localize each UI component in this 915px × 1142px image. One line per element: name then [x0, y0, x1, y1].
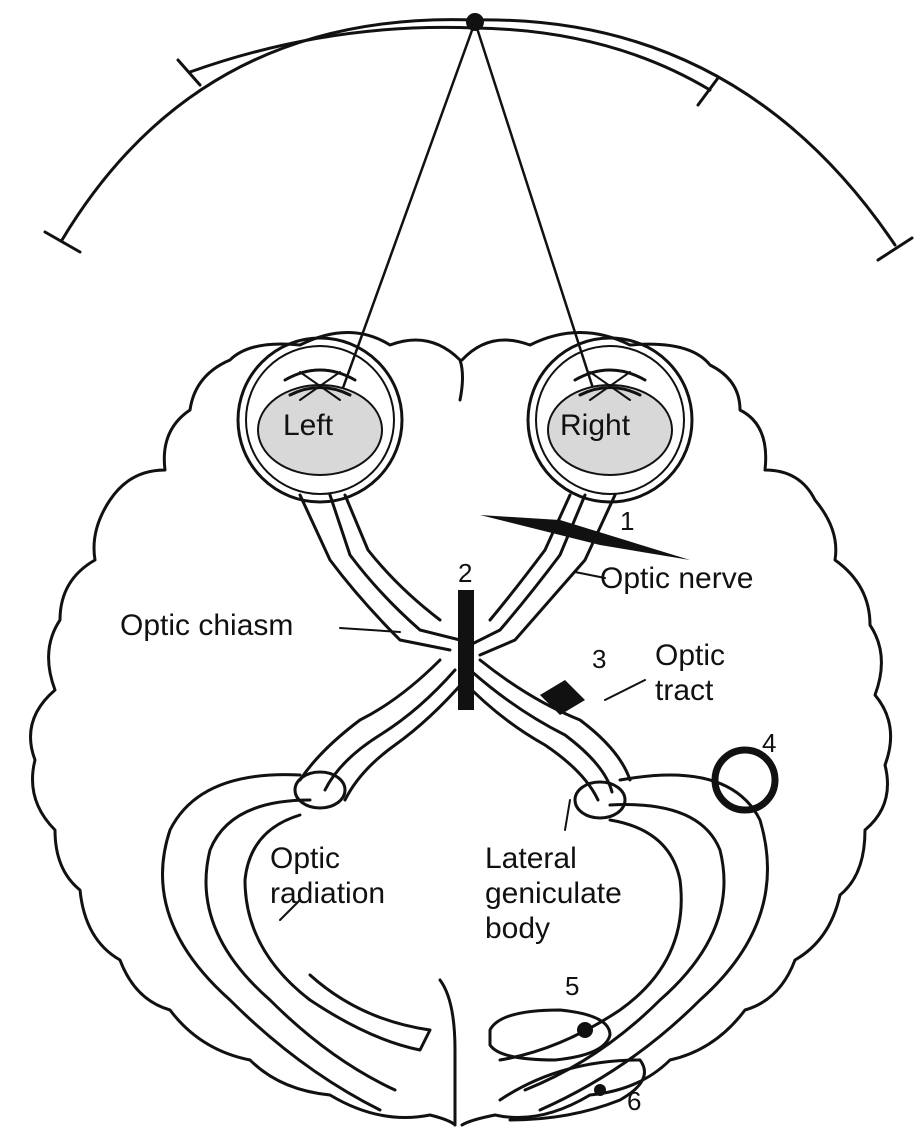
outer-field-right-tick — [878, 238, 912, 260]
right-eye-label: Right — [560, 409, 631, 442]
left-lgb — [295, 772, 345, 808]
right-lgb — [575, 782, 625, 818]
optic-chiasm-label: Optic chiasm — [120, 609, 293, 642]
lesion-number-6: 6 — [627, 1086, 641, 1116]
lgb-label-line3: body — [485, 912, 550, 945]
outer-field-arc — [62, 20, 895, 245]
inner-field-right-tick — [698, 78, 718, 105]
left-eye-label: Left — [283, 409, 334, 442]
optic-tract-label-line1: Optic — [655, 639, 725, 672]
left-visual-axis — [335, 22, 475, 410]
lesion-number-4: 4 — [762, 728, 776, 758]
lesion-number-3: 3 — [592, 644, 606, 674]
visual-field — [45, 13, 912, 410]
lesion-6-mark — [594, 1084, 606, 1096]
optic-nerve-label: Optic nerve — [600, 562, 753, 595]
optic-tract-label-line2: tract — [655, 674, 714, 707]
inner-field-arc — [190, 27, 710, 90]
lesion-3 — [540, 680, 585, 715]
optic-radiation-label-line1: Optic — [270, 842, 340, 875]
lesion-number-5: 5 — [565, 971, 579, 1001]
lgb-label-line2: geniculate — [485, 877, 622, 910]
lgb-label-line1: Lateral — [485, 842, 577, 875]
lesion-number-2: 2 — [458, 558, 472, 588]
optic-radiation-label-line2: radiation — [270, 877, 385, 910]
lesion-1 — [480, 515, 690, 560]
lesion-5-mark — [577, 1022, 593, 1038]
outer-field-left-tick — [45, 232, 80, 252]
lesion-2 — [458, 590, 474, 710]
lesion-number-1: 1 — [620, 506, 634, 536]
inner-field-left-tick — [178, 60, 200, 85]
